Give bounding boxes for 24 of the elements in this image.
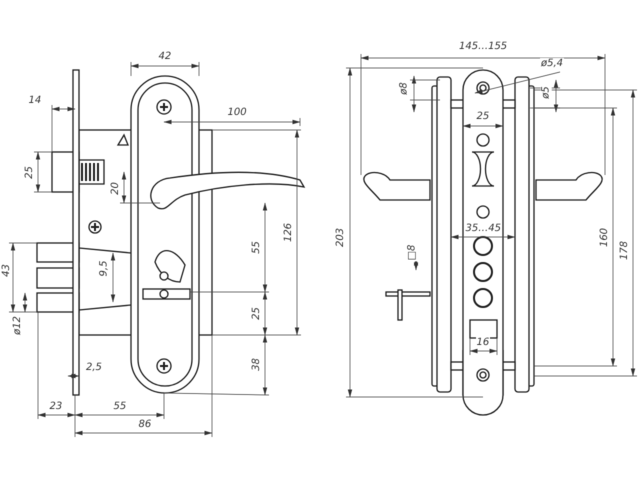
dimension-value: 86 bbox=[138, 418, 152, 430]
dimension-value: ø5,4 bbox=[540, 58, 564, 68]
dimension-value: 160 bbox=[598, 226, 610, 248]
dimension-value: 23 bbox=[48, 400, 64, 412]
dimension-value: ø5 bbox=[540, 84, 552, 100]
dimension-value: ø12 bbox=[11, 314, 22, 336]
dimension-value: 43 bbox=[0, 262, 12, 278]
dimension-value: 100 bbox=[226, 106, 248, 118]
dimension-value: 203 bbox=[334, 226, 346, 248]
dimension-value: 42 bbox=[158, 50, 172, 62]
dimension-value: 145…155 bbox=[458, 40, 508, 52]
dimension-value: □8 bbox=[406, 243, 418, 261]
dimension-value: 2,5 bbox=[85, 362, 103, 372]
dimension-value: 55 bbox=[250, 240, 262, 254]
dimension-value: 178 bbox=[618, 239, 630, 261]
dimension-value: 14 bbox=[28, 94, 42, 106]
dimension-value: 126 bbox=[282, 221, 294, 243]
dimension-value: 20 bbox=[109, 180, 120, 196]
dimension-value: 25 bbox=[23, 164, 34, 180]
dimension-value: 38 bbox=[250, 356, 262, 372]
dimension-value: ø8 bbox=[398, 80, 410, 96]
dimension-value: 9,5 bbox=[98, 259, 110, 277]
dimension-value: 55 bbox=[112, 400, 128, 412]
dimension-value: 25 bbox=[250, 306, 262, 320]
